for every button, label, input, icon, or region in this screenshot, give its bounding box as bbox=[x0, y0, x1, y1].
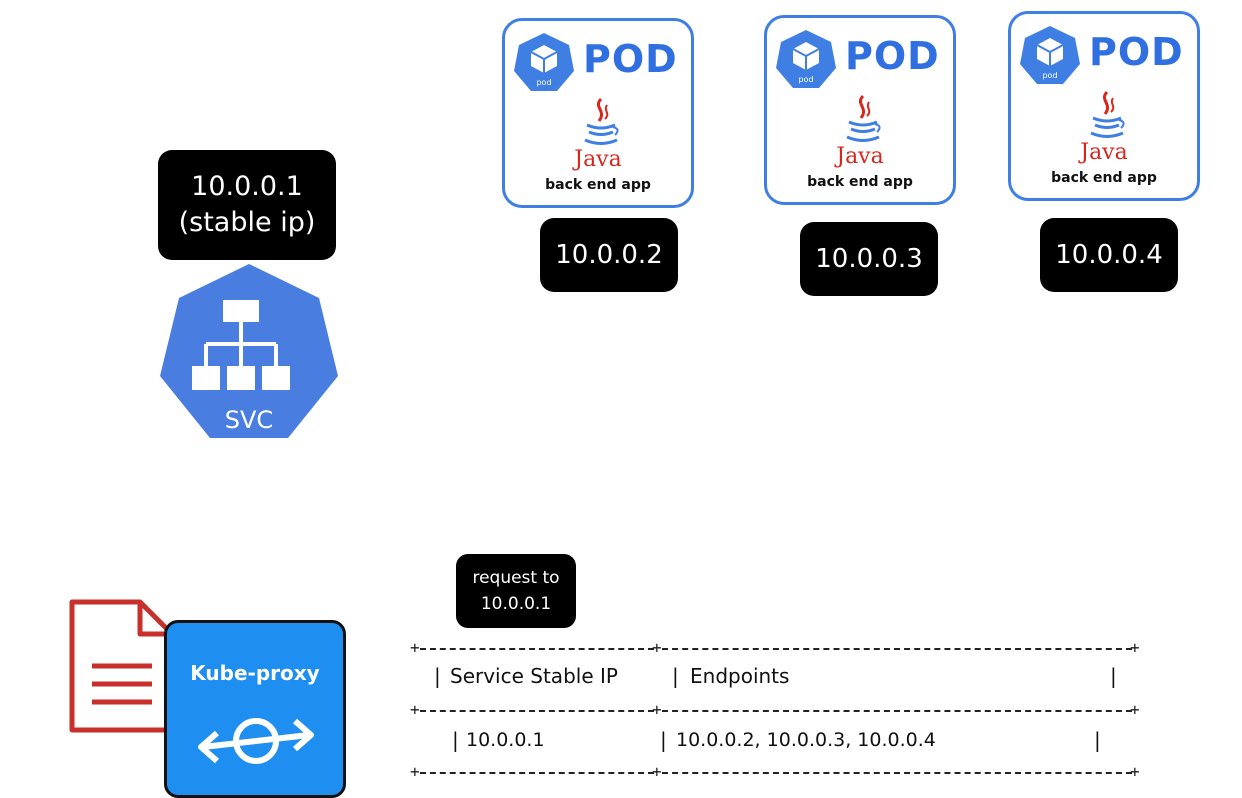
pod-title: POD bbox=[845, 34, 940, 78]
table-pipe: | bbox=[672, 664, 679, 688]
request-label: request to 10.0.0.1 bbox=[456, 554, 576, 628]
pod-app-label: back end app bbox=[807, 174, 913, 190]
table-cell-service-ip: 10.0.0.1 bbox=[466, 729, 545, 751]
kube-proxy-box: Kube-proxy bbox=[164, 620, 346, 798]
service-icon: SVC bbox=[160, 264, 338, 438]
pod-card-1: pod POD Java back end app bbox=[502, 18, 694, 208]
pod-icon: pod bbox=[1020, 26, 1080, 84]
pod-app-label: back end app bbox=[1051, 170, 1157, 186]
table-pipe: | bbox=[1110, 664, 1117, 688]
pod-title: POD bbox=[583, 37, 678, 81]
pod-app-label: back end app bbox=[545, 177, 651, 193]
svg-text:pod: pod bbox=[798, 75, 813, 84]
table-pipe: | bbox=[434, 664, 441, 688]
service-ip: 10.0.0.1 bbox=[191, 171, 303, 202]
request-target-ip: 10.0.0.1 bbox=[480, 594, 552, 614]
pod-ip-label-3: 10.0.0.4 bbox=[1040, 218, 1178, 292]
table-header-endpoints: Endpoints bbox=[690, 664, 790, 688]
table-cell-endpoints: 10.0.0.2, 10.0.0.3, 10.0.0.4 bbox=[676, 729, 936, 751]
java-logo-icon bbox=[1090, 90, 1125, 138]
document-icon bbox=[69, 599, 175, 733]
request-text: request to bbox=[472, 568, 560, 588]
kube-proxy-label: Kube-proxy bbox=[190, 661, 320, 685]
service-ip-note: (stable ip) bbox=[178, 207, 316, 238]
pod-card-2: pod POD Java back end app bbox=[764, 15, 956, 205]
pod-card-3: pod POD Java back end app bbox=[1008, 11, 1200, 201]
pod-icon: pod bbox=[776, 30, 836, 88]
table-header-service-ip: Service Stable IP bbox=[450, 664, 618, 688]
pod-ip-label-1: 10.0.0.2 bbox=[540, 218, 678, 292]
proxy-arrows-icon bbox=[198, 718, 314, 764]
svg-text:pod: pod bbox=[536, 78, 551, 87]
table-pipe: | bbox=[1094, 728, 1101, 752]
java-logo-icon bbox=[584, 97, 619, 145]
java-label: Java bbox=[1080, 140, 1128, 165]
java-label: Java bbox=[836, 144, 884, 169]
pod-title: POD bbox=[1089, 30, 1184, 74]
table-pipe: | bbox=[452, 728, 459, 752]
table-pipe: | bbox=[660, 728, 667, 752]
svg-text:pod: pod bbox=[1042, 71, 1057, 80]
pod-icon: pod bbox=[514, 33, 574, 91]
service-ip-label: 10.0.0.1 (stable ip) bbox=[158, 150, 336, 260]
pod-ip-label-2: 10.0.0.3 bbox=[800, 222, 938, 296]
java-logo-icon bbox=[846, 94, 881, 142]
svc-label: SVC bbox=[225, 406, 273, 434]
java-label: Java bbox=[574, 147, 622, 172]
